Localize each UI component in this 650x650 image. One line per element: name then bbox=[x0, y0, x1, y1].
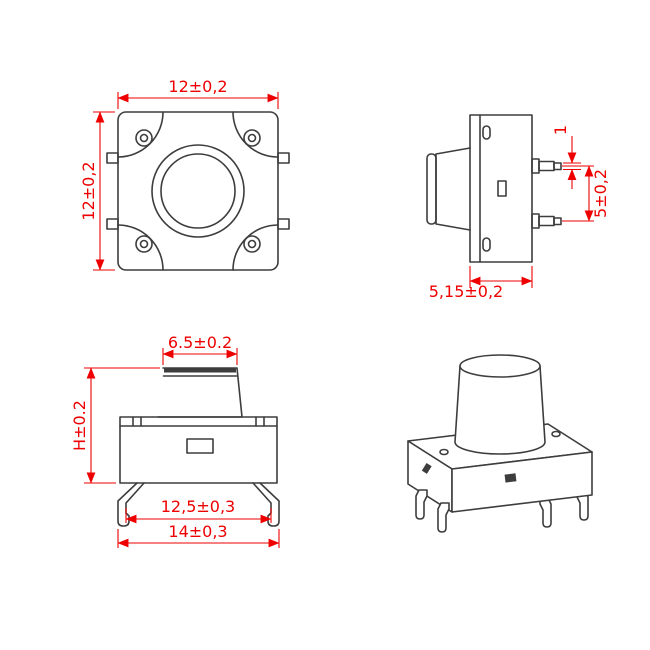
dim-side-body-height: 5,15±0,2 bbox=[429, 266, 533, 301]
dim-label-actuator-width: 6.5±0.2 bbox=[168, 333, 232, 352]
corner-arc bbox=[117, 111, 164, 158]
actuator-inner-circle bbox=[160, 153, 236, 229]
dim-front-lead-pitch: 12,5±0,3 bbox=[125, 497, 272, 524]
mold-mark bbox=[504, 473, 517, 483]
corner-arc bbox=[232, 111, 279, 158]
view-perspective bbox=[407, 354, 593, 533]
top-body-outline bbox=[117, 111, 279, 271]
corner-rivets bbox=[135, 129, 261, 253]
top-right-pin-lower bbox=[277, 218, 290, 230]
dim-label-body-height: 5,15±0,2 bbox=[429, 282, 503, 301]
lead-3d-far-2 bbox=[576, 490, 589, 521]
side-pin-lower bbox=[531, 213, 562, 229]
dim-label-top-width: 12±0,2 bbox=[168, 77, 227, 96]
dim-label-pin-tip: 1 bbox=[551, 125, 570, 135]
rivet-3d-mark bbox=[551, 430, 561, 438]
dim-front-lead-span: 14±0,3 bbox=[117, 522, 280, 548]
view-top bbox=[106, 111, 290, 271]
top-left-pin-lower bbox=[106, 218, 119, 230]
side-clip bbox=[497, 180, 507, 197]
side-actuator-cap bbox=[426, 153, 437, 225]
top-right-pin-upper bbox=[277, 152, 290, 164]
side-actuator bbox=[435, 147, 471, 231]
body-3d-front-face bbox=[451, 451, 593, 513]
dim-side-pin-tip: 1 bbox=[551, 125, 581, 189]
dim-label-top-height: 12±0,2 bbox=[79, 161, 98, 220]
dim-label-lead-pitch: 12,5±0,3 bbox=[161, 497, 235, 516]
lead-3d-near-2 bbox=[437, 502, 450, 533]
corner-arc bbox=[232, 224, 279, 271]
view-front bbox=[117, 367, 280, 527]
dim-label-pin-pitch: 5±0,2 bbox=[591, 169, 610, 218]
front-body-outline bbox=[119, 416, 278, 484]
corner-arc bbox=[117, 224, 164, 271]
lead-3d-far-1 bbox=[539, 497, 552, 528]
actuator-3d-top bbox=[459, 354, 541, 378]
dim-front-actuator-width: 6.5±0.2 bbox=[162, 333, 238, 365]
rivet-3d-mark bbox=[439, 448, 449, 456]
lead-3d-near-1 bbox=[415, 489, 428, 520]
side-rivet-lower bbox=[482, 237, 491, 252]
actuator-outer-circle bbox=[151, 144, 245, 238]
dim-top-width: 12±0,2 bbox=[117, 77, 279, 109]
dim-label-total-height: H±0.2 bbox=[70, 400, 89, 451]
mold-mark bbox=[421, 463, 432, 474]
dim-side-pin-pitch: 5±0,2 bbox=[562, 165, 610, 222]
dim-front-total-height: H±0.2 bbox=[70, 367, 160, 484]
dim-top-height: 12±0,2 bbox=[79, 111, 115, 271]
dim-label-lead-span: 14±0,3 bbox=[168, 522, 227, 541]
actuator-3d-cylinder bbox=[454, 365, 546, 455]
front-center-mark bbox=[186, 438, 214, 454]
side-pin-upper bbox=[531, 158, 562, 174]
side-rivet-upper bbox=[482, 125, 491, 140]
side-body-outline bbox=[469, 114, 533, 263]
view-side bbox=[426, 114, 562, 263]
top-left-pin-upper bbox=[106, 152, 119, 164]
